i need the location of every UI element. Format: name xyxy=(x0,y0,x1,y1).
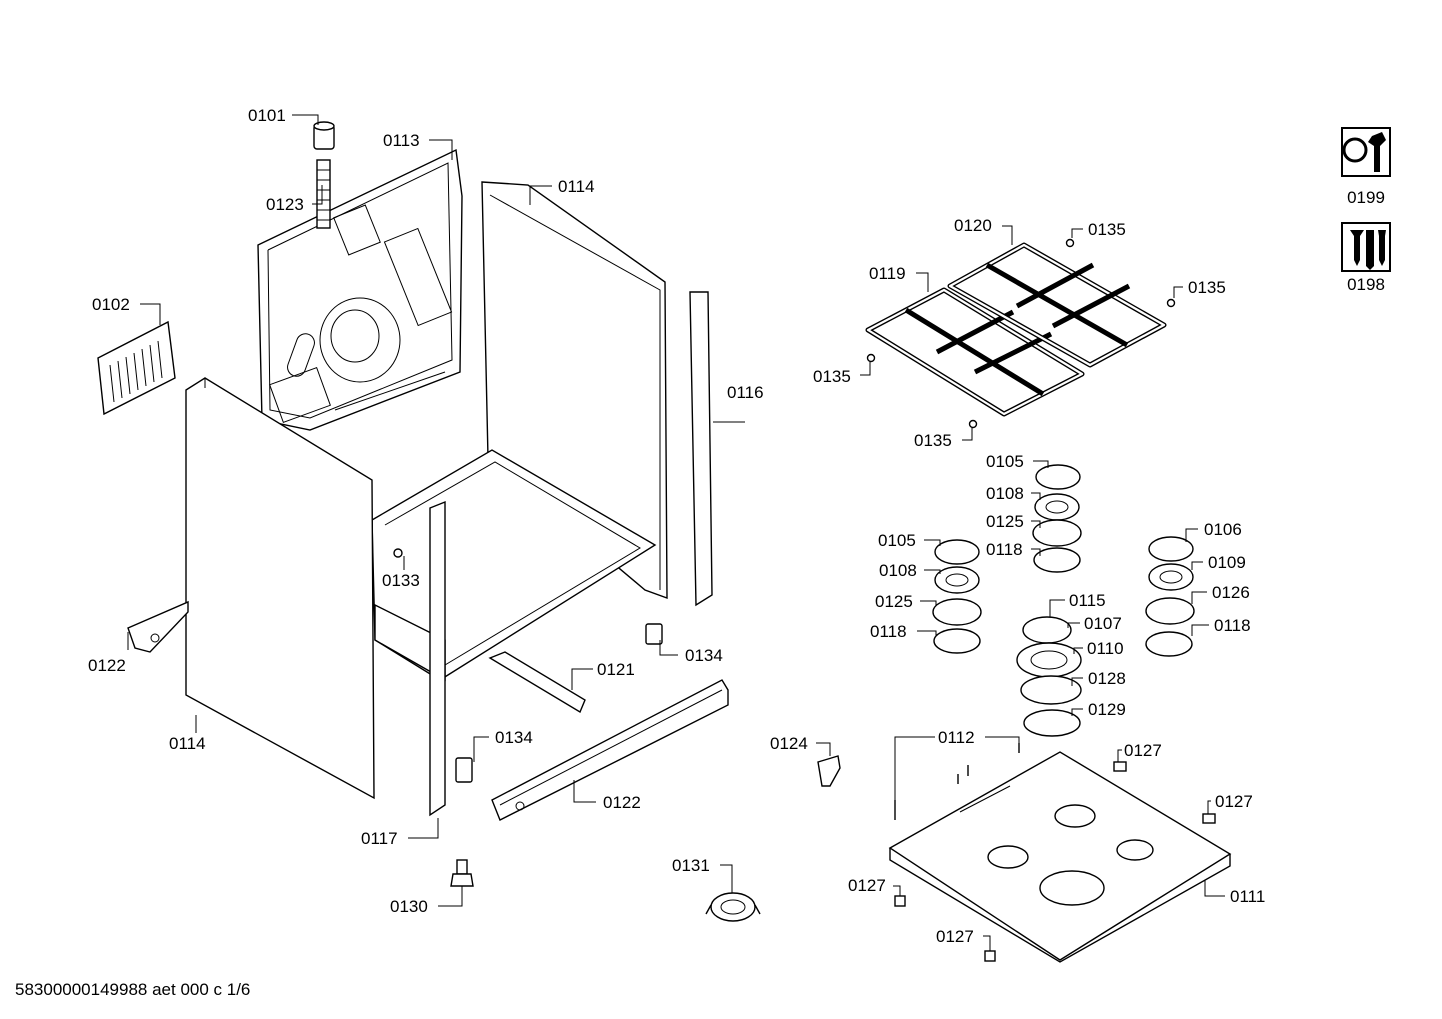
document-code: 58300000149988 aet 000 c 1/6 xyxy=(15,980,251,999)
callout-0118-left: 0118 xyxy=(870,622,907,641)
callout-0124: 0124 xyxy=(770,734,808,753)
wok-ring-drawing xyxy=(705,892,761,922)
callout-0131: 0131 xyxy=(672,856,710,875)
callout-0105-left: 0105 xyxy=(878,531,916,550)
callout-0101: 0101 xyxy=(248,106,286,125)
callout-0112: 0112 xyxy=(938,728,975,747)
grate-foot-2-drawing xyxy=(1166,298,1176,308)
grate-foot-1-drawing xyxy=(1065,238,1075,248)
burner-stack-right-drawing xyxy=(1145,536,1195,657)
hob-assembly xyxy=(817,238,1232,963)
callout-0120: 0120 xyxy=(954,216,992,235)
callout-0107: 0107 xyxy=(1084,614,1122,633)
foot-rail-long-drawing xyxy=(491,679,729,821)
callout-0135-3: 0135 xyxy=(813,367,851,386)
grate-foot-4-drawing xyxy=(968,419,978,429)
callout-0113: 0113 xyxy=(383,131,420,150)
thermostat-knob-drawing xyxy=(313,121,335,150)
callout-0125-rear: 0125 xyxy=(986,512,1024,531)
callout-0108-left: 0108 xyxy=(879,561,917,580)
callout-0111: 0111 xyxy=(1230,887,1265,906)
callout-0110: 0110 xyxy=(1087,639,1124,658)
callout-0114-lower: 0114 xyxy=(169,734,206,753)
callout-0130: 0130 xyxy=(390,897,428,916)
callout-labels: 0101 0113 0123 0114 0102 0116 0133 0122 … xyxy=(88,106,1265,946)
callout-0134-lower: 0134 xyxy=(495,728,533,747)
burner-stack-rear-drawing xyxy=(1032,464,1082,573)
leader-lines xyxy=(127,114,1225,951)
grate-foot-3-drawing xyxy=(866,353,876,363)
adjustable-foot-drawing xyxy=(450,859,474,887)
callout-0118-right: 0118 xyxy=(1214,616,1251,635)
callout-0105-rear: 0105 xyxy=(986,452,1024,471)
clip-0134-lower-drawing xyxy=(455,757,473,783)
callout-0129: 0129 xyxy=(1088,700,1126,719)
callout-0123: 0123 xyxy=(266,195,304,214)
callout-0122-right: 0122 xyxy=(603,793,641,812)
callout-0133: 0133 xyxy=(382,571,420,590)
callout-0135-2: 0135 xyxy=(1188,278,1226,297)
hob-plate-drawing xyxy=(888,751,1232,963)
burner-stack-centre-drawing xyxy=(1016,616,1082,737)
callout-0115: 0115 xyxy=(1069,591,1106,610)
callout-0127-3: 0127 xyxy=(848,876,886,895)
callout-0118-rear: 0118 xyxy=(986,540,1023,559)
hob-clip-4-drawing xyxy=(984,950,996,962)
tools-icon-label: 0199 xyxy=(1347,188,1385,207)
callout-0117: 0117 xyxy=(361,829,398,848)
callout-0128: 0128 xyxy=(1088,669,1126,688)
hob-clip-2-drawing xyxy=(1202,813,1216,824)
pan-grate-left-drawing xyxy=(865,287,1085,417)
callout-0119: 0119 xyxy=(869,264,906,283)
screws-icon-label: 0198 xyxy=(1347,275,1385,294)
callout-0106: 0106 xyxy=(1204,520,1242,539)
callout-0134-upper: 0134 xyxy=(685,646,723,665)
callout-0109: 0109 xyxy=(1208,553,1246,572)
screw-0133-drawing xyxy=(393,548,403,558)
support-rail-drawing xyxy=(488,651,586,714)
callout-0126: 0126 xyxy=(1212,583,1250,602)
callout-0135-4: 0135 xyxy=(914,431,952,450)
callout-0127-4: 0127 xyxy=(936,927,974,946)
vent-grille-drawing xyxy=(97,320,176,416)
cabinet-assembly xyxy=(97,121,761,922)
foot-rail-left-drawing xyxy=(127,600,189,653)
callout-0108-rear: 0108 xyxy=(986,484,1024,503)
callout-0127-2: 0127 xyxy=(1215,792,1253,811)
pan-grate-right-drawing xyxy=(947,242,1167,368)
hob-clip-1-drawing xyxy=(1113,761,1127,772)
callout-0135-1: 0135 xyxy=(1088,220,1126,239)
igniter-switch-drawing xyxy=(817,755,841,787)
callout-0127-1: 0127 xyxy=(1124,741,1162,760)
callout-0116: 0116 xyxy=(727,383,764,402)
hob-clip-3-drawing xyxy=(894,895,906,907)
callout-0125-left: 0125 xyxy=(875,592,913,611)
front-strip-drawing xyxy=(429,500,446,817)
callout-0121: 0121 xyxy=(597,660,635,679)
back-panel-drawing xyxy=(257,148,463,431)
clip-0134-upper-drawing xyxy=(645,623,663,645)
callout-0114-upper: 0114 xyxy=(558,177,595,196)
flex-hose-drawing xyxy=(316,159,331,229)
burner-stack-left-drawing xyxy=(932,539,982,654)
callout-0122-left: 0122 xyxy=(88,656,126,675)
tools-icon xyxy=(1341,127,1391,177)
callout-0102: 0102 xyxy=(92,295,130,314)
screws-icon xyxy=(1341,222,1391,272)
side-panel-left-drawing xyxy=(185,377,375,800)
rear-strip-drawing xyxy=(689,291,713,607)
